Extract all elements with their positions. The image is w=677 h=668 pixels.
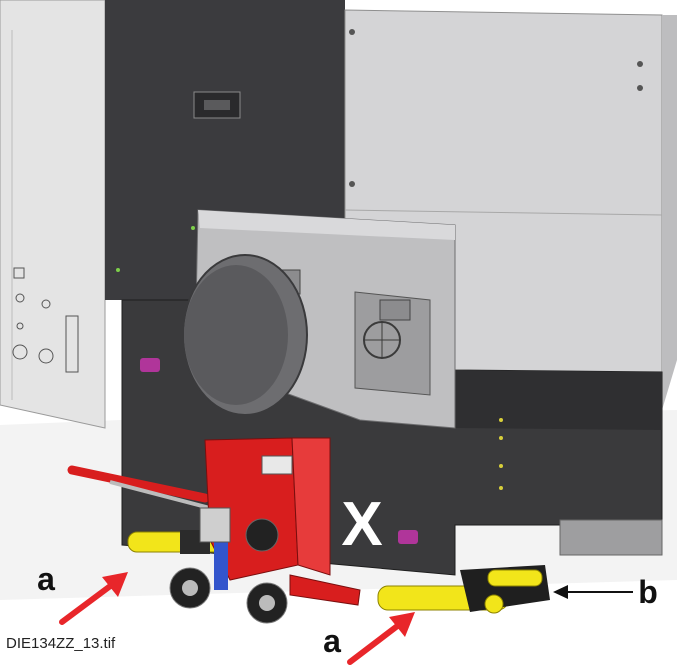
label-a-bottom: a <box>323 623 341 659</box>
file-name-caption: DIE134ZZ_13.tif <box>6 635 116 652</box>
arrow-a-bottom <box>347 612 415 665</box>
side-cabinet <box>0 0 106 429</box>
label-b: b <box>638 574 658 610</box>
arrow-b <box>553 585 633 599</box>
label-x: X <box>341 490 382 559</box>
transport-roller-right <box>377 565 550 614</box>
label-a-left: a <box>37 561 55 597</box>
head-unit <box>140 209 456 544</box>
hydraulic-jack <box>67 437 361 624</box>
arrow-a-left <box>59 572 128 625</box>
